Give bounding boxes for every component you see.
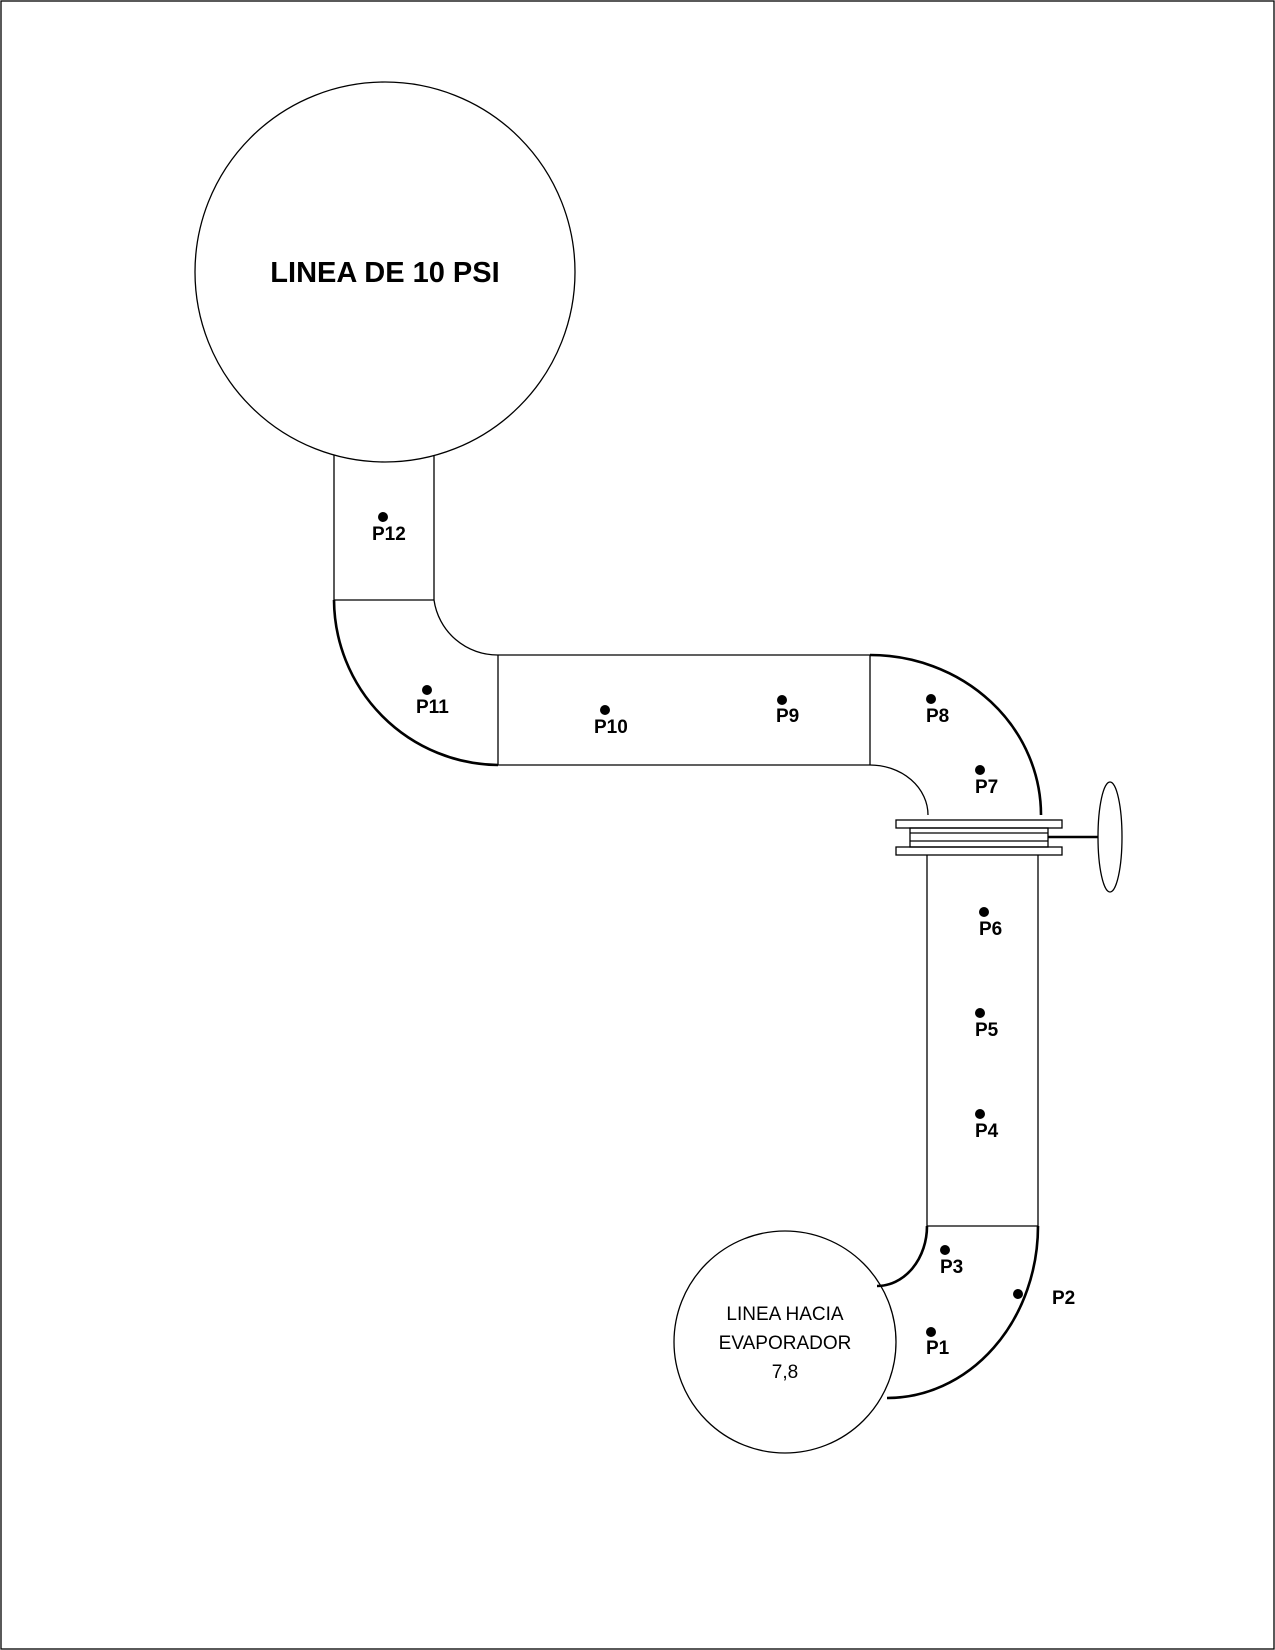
point-label: P7: [975, 777, 998, 798]
point-p2: P2: [1013, 1288, 1075, 1309]
point-label: P10: [594, 717, 628, 738]
point-p11: P11: [416, 685, 449, 718]
point-label: P8: [926, 706, 949, 727]
point-p10: P10: [594, 705, 628, 738]
point-label: P6: [979, 919, 1002, 940]
point-p3: P3: [940, 1245, 963, 1278]
pipe-elbow-upper-right: [869, 653, 1043, 816]
point-label: P11: [416, 697, 449, 718]
pipe-segment-top-vertical: [333, 455, 435, 601]
pipe-segment-right-vertical: [926, 855, 1039, 1227]
bottom-tank-label-line2: EVAPORADOR: [719, 1333, 852, 1354]
point-label: P12: [372, 524, 406, 545]
point-p5: P5: [975, 1008, 999, 1041]
bottom-tank: [673, 1230, 897, 1454]
point-label: P5: [975, 1020, 999, 1041]
valve-handle: [1048, 781, 1123, 893]
bottom-tank-label-line3: 7,8: [772, 1362, 798, 1383]
top-tank-label: LINEA DE 10 PSI: [270, 257, 499, 289]
point-p12: P12: [372, 512, 406, 545]
point-p6: P6: [979, 907, 1002, 940]
point-p1: P1: [926, 1327, 950, 1359]
pipe-segment-horizontal: [498, 654, 871, 766]
point-label: P1: [926, 1338, 950, 1359]
pipe-elbow-bottom: [876, 1225, 1040, 1400]
valve-flange: [895, 819, 1063, 856]
point-p9: P9: [776, 695, 799, 727]
point-label: P4: [975, 1121, 999, 1142]
point-label: P2: [1052, 1288, 1075, 1309]
point-p8: P8: [926, 694, 949, 727]
top-tank: [194, 81, 576, 463]
pipe-elbow-upper-left: [332, 599, 499, 767]
point-p4: P4: [975, 1109, 999, 1142]
point-p7: P7: [975, 765, 998, 798]
point-label: P9: [776, 706, 799, 727]
bottom-tank-label-line1: LINEA HACIA: [726, 1304, 844, 1325]
point-label: P3: [940, 1257, 963, 1278]
